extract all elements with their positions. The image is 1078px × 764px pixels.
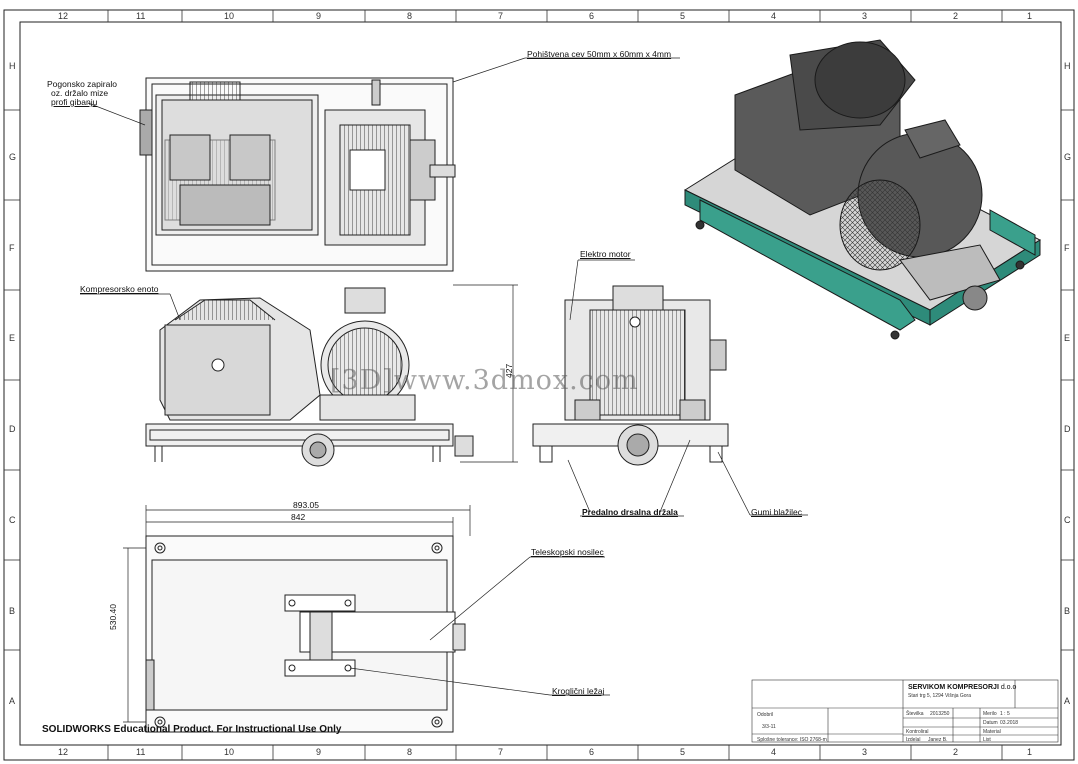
ball-bearing-label: Kroglični ležaj — [552, 686, 605, 696]
zone-row-B: B — [9, 606, 16, 616]
bottom-view — [145, 535, 466, 733]
side-view — [532, 285, 729, 466]
drive-label-line3: profi gibanju — [51, 97, 98, 107]
zone-row-G: G — [9, 152, 17, 162]
compressor-unit-label: Kompresorsko enoto — [80, 284, 159, 294]
zone-col-3: 3 — [862, 11, 868, 21]
number-value: 2013250 — [930, 711, 950, 717]
zone-row-E: E — [9, 333, 16, 343]
top-view — [139, 77, 456, 272]
electric-motor-label: Elektro motor — [580, 249, 631, 259]
zone-ticks — [4, 10, 1074, 760]
zone-col-6-bottom: 6 — [589, 747, 595, 757]
telescopic-label: Teleskopski nosilec — [531, 547, 604, 557]
date-value: 03.2018 — [1000, 720, 1019, 726]
zone-col-9: 9 — [316, 11, 322, 21]
front-view — [145, 287, 474, 467]
watermark: [3D]www.3dmox.com — [330, 365, 639, 396]
quantity-value: 3/3-11 — [762, 724, 776, 730]
zone-row-H: H — [9, 61, 16, 71]
date-label: Datum — [983, 720, 998, 726]
rubber-bearing-label: Gumi blažilec — [751, 507, 803, 517]
isometric-view — [683, 39, 1042, 340]
zone-col-5-bottom: 5 — [680, 747, 686, 757]
company-suffix: d.o.o — [1000, 684, 1017, 691]
drive-label-line2: oz. držalo mize — [51, 88, 109, 98]
zone-col-10: 10 — [224, 11, 235, 21]
company-name: SERVIKOM KOMPRESORJI d.o.o — [908, 684, 1016, 691]
zone-row-D-right: D — [1064, 424, 1071, 434]
dim-inner-length: 842 — [291, 512, 306, 522]
dim-width: 530.40 — [108, 604, 118, 630]
zone-row-A: A — [9, 696, 16, 706]
drive-label-line1: Pogonsko zapiralo — [47, 79, 117, 89]
zone-col-12-bottom: 12 — [58, 747, 69, 757]
sheet-label: List — [983, 737, 991, 743]
zone-row-D: D — [9, 424, 16, 434]
tolerance-note: Splošne tolerance: ISO 2768-m — [757, 737, 827, 743]
approved-label: Odobril — [757, 712, 774, 718]
leader-lines — [80, 57, 808, 696]
number-label: Številka — [906, 711, 924, 717]
company-address: Stari trg 5, 1294 Višnja Gora — [908, 693, 971, 699]
zone-col-2-bottom: 2 — [953, 747, 959, 757]
zone-row-F: F — [9, 243, 15, 253]
drawn-by: Janez B. — [928, 737, 948, 743]
scale-value: 1 : 5 — [1000, 711, 1010, 717]
zone-row-G-right: G — [1064, 152, 1072, 162]
zone-col-10-bottom: 10 — [224, 747, 235, 757]
zone-col-8: 8 — [407, 11, 413, 21]
zone-row-F-right: F — [1064, 243, 1070, 253]
dim-overall-length: 893.05 — [293, 500, 319, 510]
inner-border — [19, 21, 1062, 746]
material-label: Material — [983, 729, 1001, 735]
scale-label: Merilo — [983, 711, 997, 717]
outer-border — [3, 9, 1075, 761]
zone-col-2: 2 — [953, 11, 959, 21]
checked-label: Kontroliral — [906, 729, 929, 735]
zone-row-B-right: B — [1064, 606, 1071, 616]
frame-tube-label: Pohištvena cev 50mm x 60mm x 4mm — [527, 49, 672, 59]
zone-col-3-bottom: 3 — [862, 747, 868, 757]
zone-col-7: 7 — [498, 11, 504, 21]
company-name-text: SERVIKOM KOMPRESORJI — [908, 684, 999, 691]
zone-col-1: 1 — [1027, 11, 1033, 21]
zone-col-8-bottom: 8 — [407, 747, 413, 757]
front-holder-label: Predalno drsalna držala — [582, 507, 678, 517]
zone-row-C: C — [9, 515, 16, 525]
zone-col-6: 6 — [589, 11, 595, 21]
zone-col-12: 12 — [58, 11, 69, 21]
zone-row-A-right: A — [1064, 696, 1071, 706]
title-block — [751, 679, 1059, 743]
zone-col-1-bottom: 1 — [1027, 747, 1033, 757]
dimension-lines — [123, 284, 518, 723]
zone-col-9-bottom: 9 — [316, 747, 322, 757]
zone-col-11-bottom: 11 — [136, 747, 146, 757]
educational-notice: SOLIDWORKS Educational Product. For Inst… — [42, 724, 342, 735]
zone-col-4-bottom: 4 — [771, 747, 777, 757]
drawn-label: Izdelal — [906, 737, 921, 743]
zone-col-7-bottom: 7 — [498, 747, 504, 757]
zone-row-C-right: C — [1064, 515, 1071, 525]
zone-row-E-right: E — [1064, 333, 1071, 343]
zone-row-H-right: H — [1064, 61, 1071, 71]
zone-col-11: 11 — [136, 11, 146, 21]
zone-col-4: 4 — [771, 11, 777, 21]
zone-col-5: 5 — [680, 11, 686, 21]
